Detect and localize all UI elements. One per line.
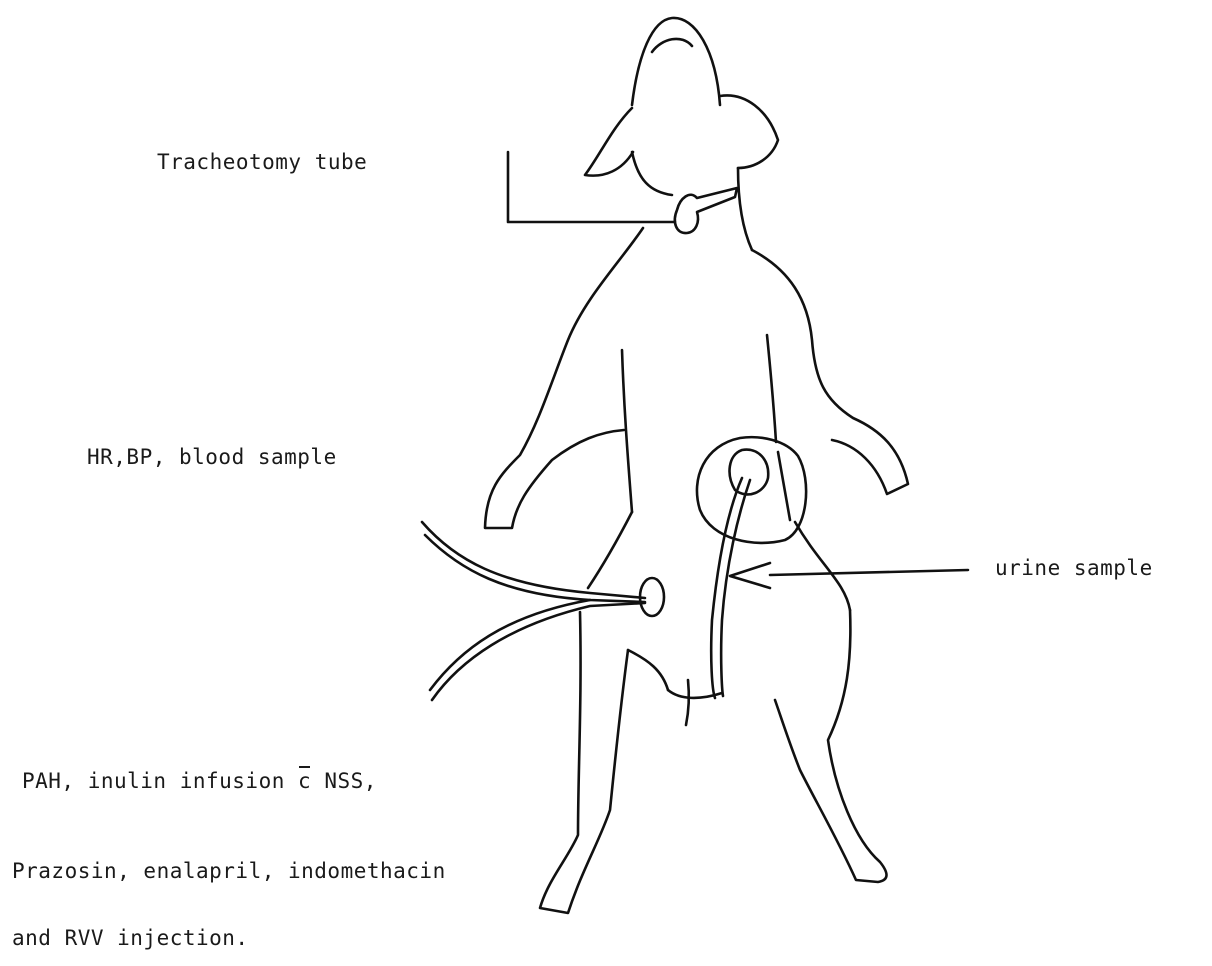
urine-catheter <box>711 478 742 698</box>
tracheotomy-tube <box>675 188 737 233</box>
dog-right-ear <box>720 95 778 168</box>
dog-head-inner <box>652 39 692 52</box>
infusion-label-start: PAH, inulin infusion <box>22 769 298 793</box>
dog-left-leg <box>540 612 628 913</box>
kidney-outer <box>697 437 806 543</box>
femoral-catheter-lower <box>432 603 645 700</box>
urine-catheter-inner <box>721 480 750 696</box>
monitoring-label: HR,BP, blood sample <box>87 447 337 468</box>
dog-inner-leg-left <box>628 650 668 690</box>
dog-left-ear <box>585 108 633 176</box>
kidney-line <box>778 452 790 520</box>
dog-body-right <box>752 250 908 494</box>
infusion-label-end: NSS, <box>311 769 377 793</box>
urine-arrow-head <box>730 563 770 588</box>
infusion-label-c-bar: c <box>298 771 311 792</box>
dog-right-leg <box>775 610 887 882</box>
dog-neck-left <box>632 152 672 195</box>
dog-waist-right <box>795 522 850 610</box>
urine-sample-label: urine sample <box>995 558 1153 579</box>
kidney-inner <box>730 450 769 495</box>
urine-arrow-shaft <box>770 570 968 575</box>
dog-chest-right <box>767 335 776 442</box>
tracheotomy-tube-label: Tracheotomy tube <box>157 152 367 173</box>
injection-label: and RVV injection. <box>12 928 249 949</box>
dog-head-outline <box>632 18 720 105</box>
femoral-catheter-upper-inner <box>425 535 645 602</box>
dog-waist-left <box>588 512 632 588</box>
dog-neck-right <box>738 168 752 250</box>
drugs-label: Prazosin, enalapril, indomethacin <box>12 861 446 882</box>
dog-crotch <box>686 680 689 725</box>
dog-body-left <box>485 228 643 528</box>
infusion-label: PAH, inulin infusion c NSS, <box>22 771 377 792</box>
